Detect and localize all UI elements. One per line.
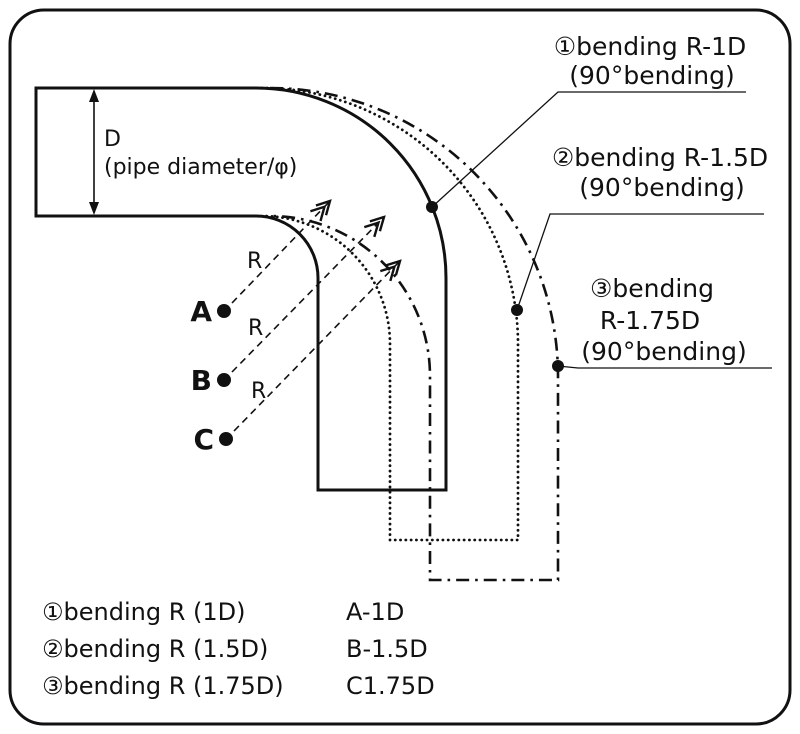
callout-r1-75d-dot <box>552 360 564 372</box>
pipe-outline-dotted-r1-5d <box>260 86 520 542</box>
callout-r1-75d-leader-line <box>557 365 772 369</box>
callout-r1d-dot <box>426 201 438 213</box>
callout-r1-75d-line2: R-1.75D <box>600 306 700 335</box>
legend-row2-code: B-1.5D <box>346 635 428 663</box>
radius-label-c: R <box>251 379 266 404</box>
callout-r1-75d-line3: (90°bending) <box>581 337 746 366</box>
point-a-label: A <box>190 295 212 328</box>
legend: ①bending R (1D) A-1D ②bending R (1.5D) B… <box>42 598 435 700</box>
callout-r1-5d-leader-line <box>516 213 764 311</box>
radius-label-a: R <box>247 249 262 274</box>
bend-center-points: A B C R R R <box>190 199 402 456</box>
legend-row1-label: ①bending R (1D) <box>42 598 245 626</box>
callout-r1d-line1: ①bending R-1D <box>554 32 747 61</box>
radius-arrow-b <box>231 215 386 373</box>
diameter-arrowhead-up-icon <box>89 89 99 102</box>
callout-r1d: ①bending R-1D (90°bending) <box>426 32 746 213</box>
callout-r1-75d: ③bending R-1.75D (90°bending) <box>552 274 772 372</box>
legend-row2-label: ②bending R (1.5D) <box>42 635 268 663</box>
point-c-label: C <box>193 423 214 456</box>
callout-r1-5d-line2: (90°bending) <box>579 173 744 202</box>
callout-r1d-leader-line <box>431 91 746 208</box>
diameter-letter-label: D <box>104 127 121 152</box>
legend-row1-code: A-1D <box>346 598 404 626</box>
point-b-dot <box>217 373 231 387</box>
diameter-description-label: (pipe diameter/φ) <box>104 155 297 180</box>
callout-r1-5d-line1: ②bending R-1.5D <box>552 143 768 172</box>
pipe-outline-dashdot-r1-75d <box>269 86 560 582</box>
callout-r1-5d: ②bending R-1.5D (90°bending) <box>511 143 768 316</box>
diagram-border <box>8 8 792 726</box>
callout-r1d-line2: (90°bending) <box>569 61 734 90</box>
pipe-outline-solid-r1d <box>34 86 448 492</box>
point-c-dot <box>219 432 233 446</box>
legend-row3-code: C1.75D <box>346 672 435 700</box>
point-a-dot <box>217 304 231 318</box>
legend-row3-label: ③bending R (1.75D) <box>42 672 284 700</box>
radius-label-b: R <box>248 316 263 341</box>
callout-r1-75d-line1: ③bending <box>590 274 714 303</box>
callout-r1-5d-dot <box>511 304 523 316</box>
point-b-label: B <box>191 364 212 397</box>
diameter-arrowhead-down-icon <box>89 202 99 215</box>
diameter-dimension: D (pipe diameter/φ) <box>89 89 297 215</box>
radius-arrow-c <box>233 259 402 432</box>
